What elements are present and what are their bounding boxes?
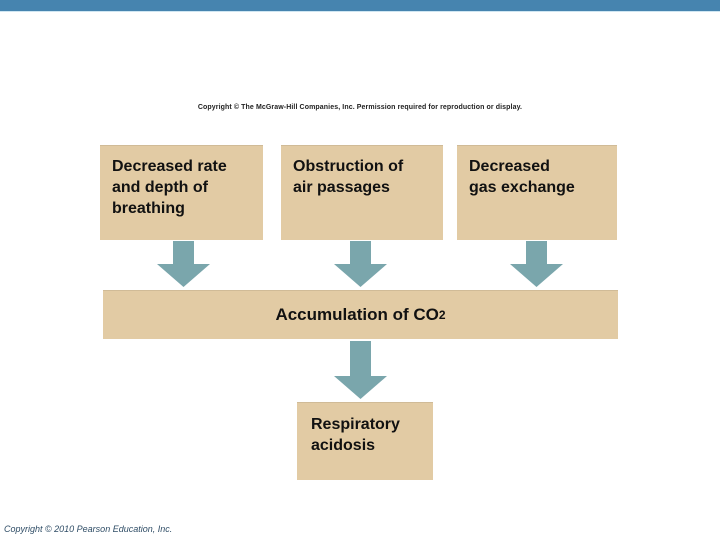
down-arrow-icon xyxy=(510,241,563,287)
cause-box-decreased-gas-exchange: Decreased gas exchange xyxy=(457,145,617,240)
down-arrow-icon xyxy=(157,241,210,287)
top-accent-bar xyxy=(0,0,720,12)
cause-box-decreased-breathing: Decreased rate and depth of breathing xyxy=(100,145,263,240)
accumulation-co2-label: Accumulation of CO xyxy=(275,304,439,324)
down-arrow-icon xyxy=(334,241,387,287)
figure-copyright-text: Copyright © The McGraw-Hill Companies, I… xyxy=(197,104,523,111)
down-arrow-icon xyxy=(334,341,387,399)
cause-box-obstruction-air-passages: Obstruction of air passages xyxy=(281,145,443,240)
result-box-respiratory-acidosis: Respiratory acidosis xyxy=(297,402,433,480)
slide-copyright-text: Copyright © 2010 Pearson Education, Inc. xyxy=(4,524,173,534)
